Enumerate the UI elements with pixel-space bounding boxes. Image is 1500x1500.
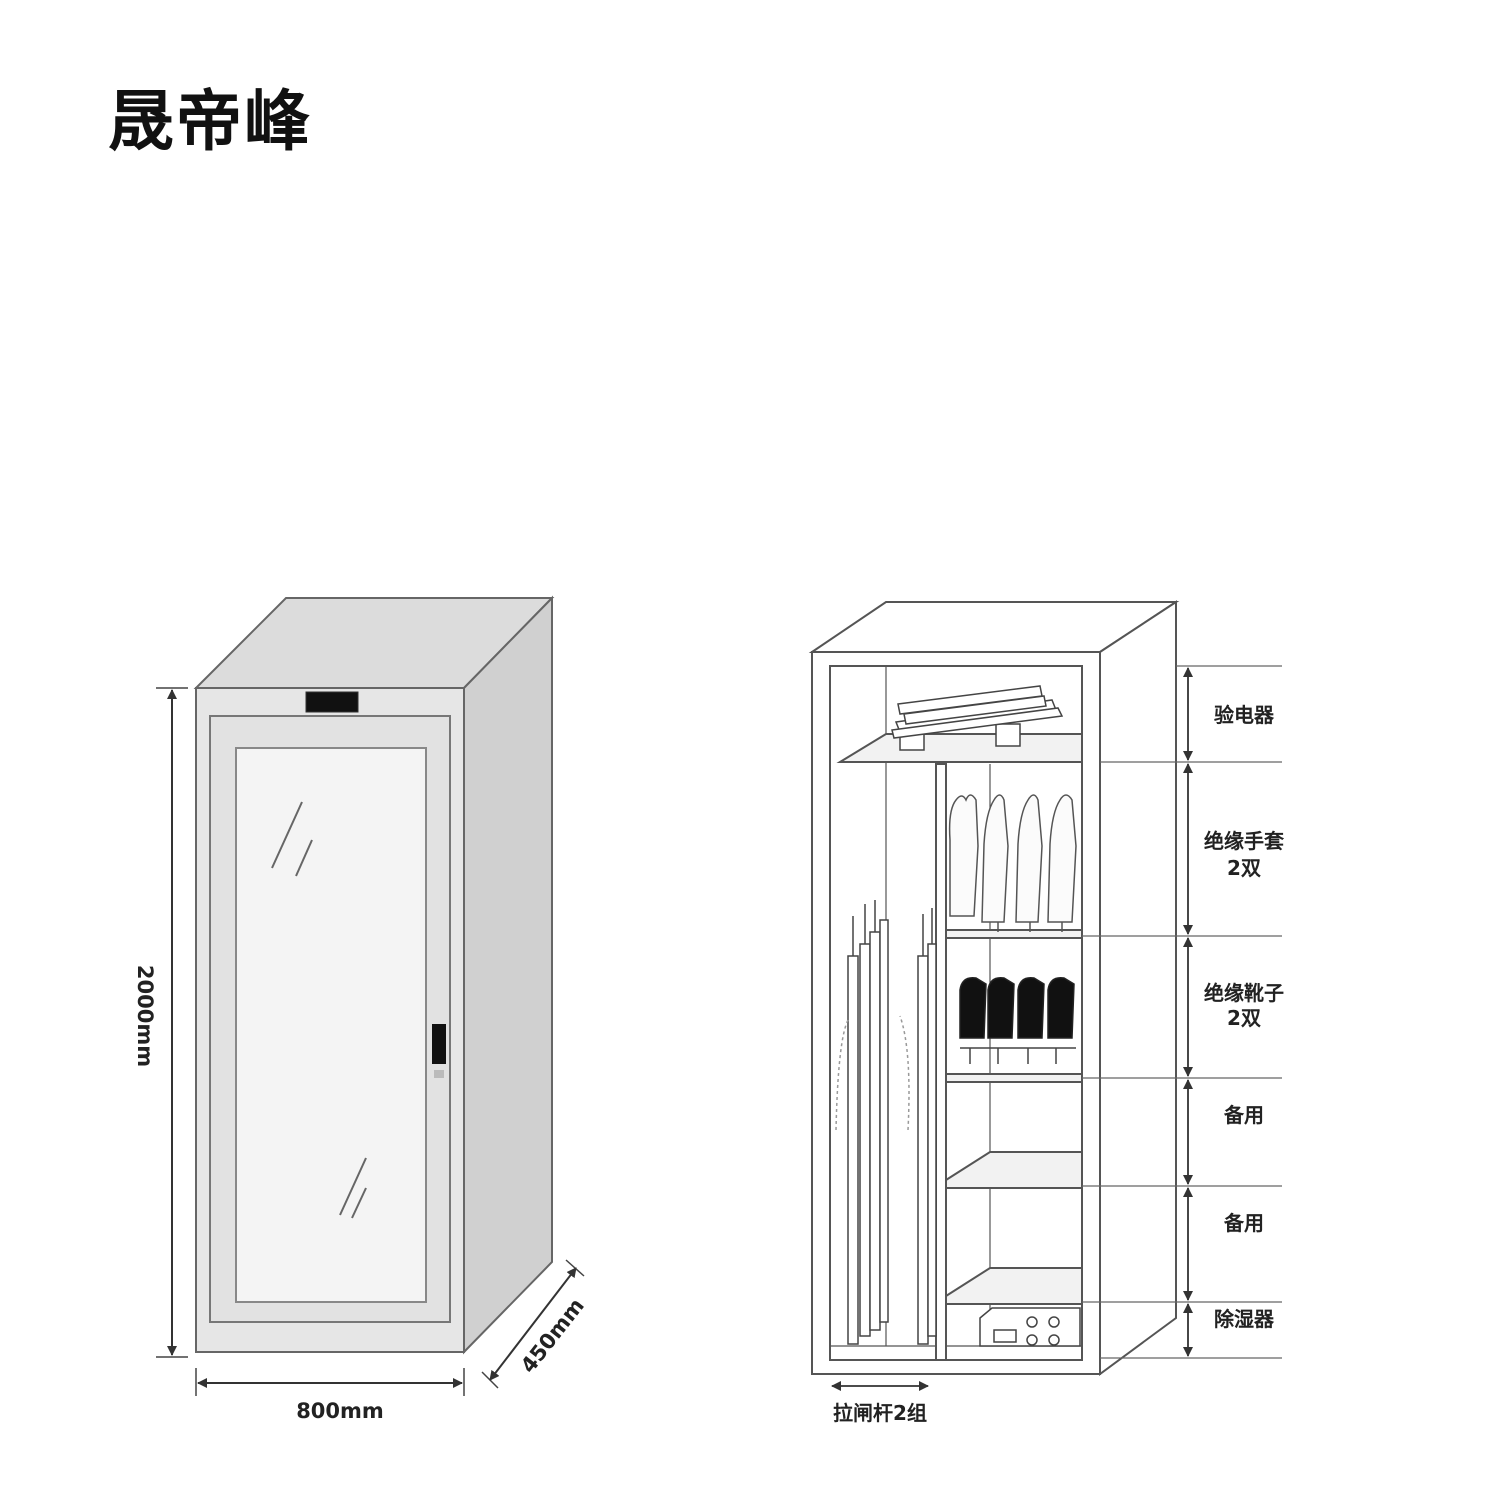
section-guides [1082,665,1282,1359]
control-display-panel [305,691,359,713]
cabinet-side-face [463,595,553,1355]
label-boots-qty: 2双 [1227,1006,1261,1030]
shelf-2 [945,1073,1083,1083]
insulating-gloves-icon [948,794,1077,932]
vertical-divider [935,763,947,1361]
depth-label: 450mm [516,1294,589,1378]
insulating-boots-icon [959,977,1076,1064]
width-label: 800mm [296,1399,384,1423]
glass-reflection-icon [271,801,367,1219]
label-boots: 绝缘靴子 [1204,981,1284,1005]
shelf-1 [945,929,1083,939]
brand-logo-text: 晟帝峰 [108,82,312,160]
rods-dimension: 拉闸杆2组 [831,1381,929,1425]
closed-cabinet [193,595,555,1355]
shelf-3 [945,1151,1083,1189]
label-dehumidifier: 除湿器 [1214,1307,1275,1331]
voltage-tester-icon [891,685,1064,751]
label-tester: 验电器 [1214,703,1275,727]
open-cabinet-side [1099,600,1177,1376]
height-dimension: 2000mm [133,687,188,1358]
width-dimension: 800mm [195,1368,465,1423]
operating-rods-icon [835,900,937,1345]
rods-label: 拉闸杆2组 [833,1401,927,1425]
section-labels: 验电器 绝缘手套 2双 绝缘靴子 2双 备用 备用 除湿器 [1204,703,1284,1331]
open-cabinet-interior [829,665,1083,1361]
label-gloves-qty: 2双 [1227,856,1261,880]
cabinet-door-glass [235,747,427,1303]
door-lock [434,1070,444,1078]
door-handle [432,1024,446,1064]
label-spare-2: 备用 [1223,1211,1264,1235]
dehumidifier-icon [979,1307,1081,1347]
shelf-4 [945,1267,1083,1305]
label-spare-1: 备用 [1223,1103,1264,1127]
label-gloves: 绝缘手套 [1204,829,1284,853]
height-label: 2000mm [133,965,157,1067]
